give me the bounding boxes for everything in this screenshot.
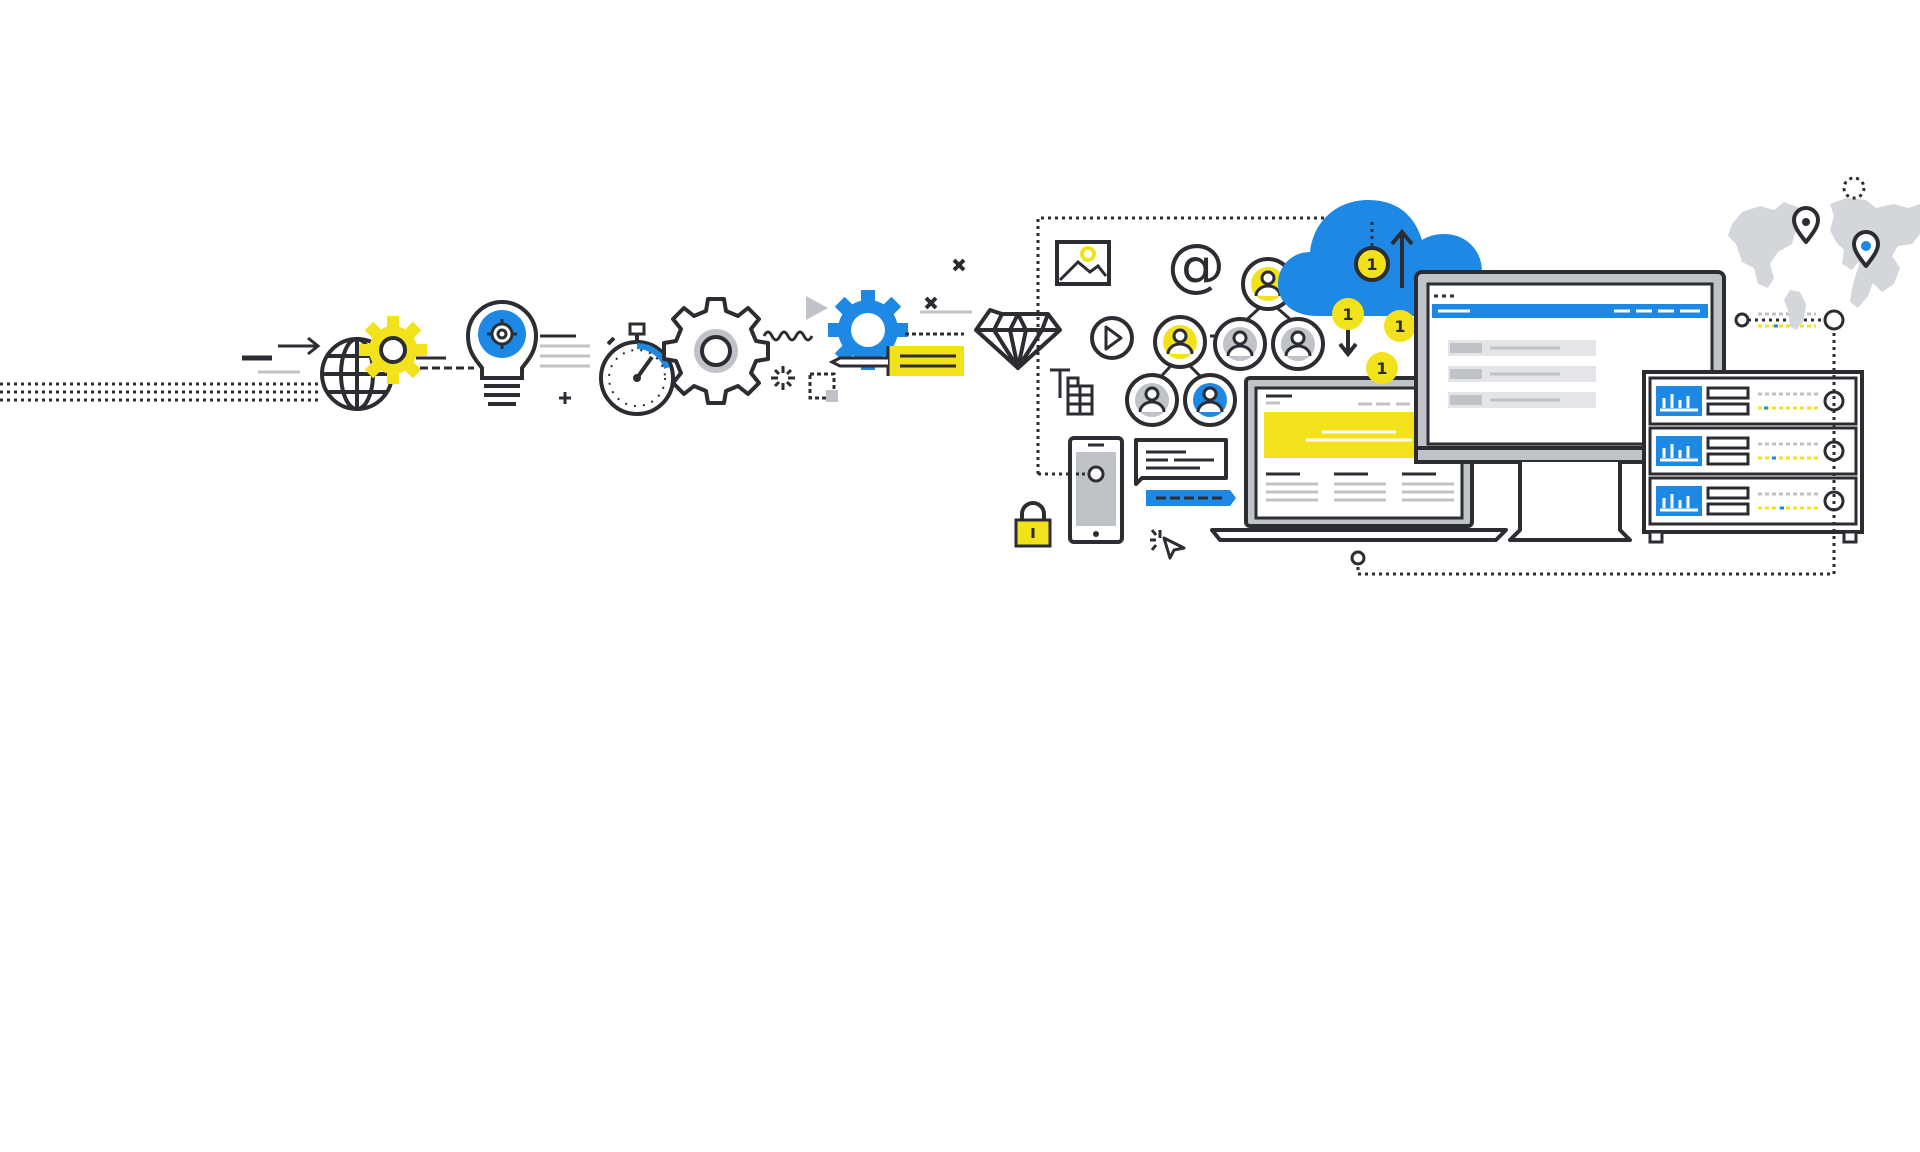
svg-text:1: 1 xyxy=(1342,305,1353,324)
wave-line xyxy=(762,330,814,342)
lightbulb-icon xyxy=(465,299,590,406)
user-avatar-gray-right xyxy=(1271,317,1325,371)
user-avatar-yellow xyxy=(1153,315,1207,369)
server-unit xyxy=(1648,476,1858,526)
connection-nodes xyxy=(1350,309,1845,566)
chat-bubble-icon xyxy=(1134,438,1236,506)
dotted-trail xyxy=(0,382,320,402)
image-icon xyxy=(1055,240,1111,286)
user-network-icon xyxy=(1125,257,1325,427)
server-unit xyxy=(1648,426,1858,476)
diamond-icon xyxy=(974,308,1062,370)
svg-text:@: @ xyxy=(1167,231,1225,299)
click-cursor-icon xyxy=(1150,529,1186,560)
smartphone-icon xyxy=(1068,436,1124,544)
stopwatch-icon xyxy=(599,322,675,416)
svg-text:1: 1 xyxy=(1394,317,1405,336)
screwdriver-icon xyxy=(828,290,972,376)
svg-text:1: 1 xyxy=(1376,359,1387,378)
network-connection-lines xyxy=(1356,318,1836,576)
user-avatar-blue xyxy=(1183,373,1237,427)
selection-box-icon xyxy=(808,372,838,402)
padlock-icon xyxy=(1014,501,1052,548)
server-unit xyxy=(1648,376,1858,426)
connector-lines xyxy=(416,356,474,370)
svg-text:1: 1 xyxy=(1366,255,1377,274)
map-pin-icon xyxy=(1852,230,1880,268)
dotted-circle-icon xyxy=(1842,176,1866,200)
gear-icon xyxy=(359,316,427,384)
cross-icons xyxy=(924,258,966,310)
gears-icon xyxy=(662,297,770,405)
at-sign-icon: @ xyxy=(1167,231,1225,299)
server-rack-icon xyxy=(1642,370,1864,544)
user-avatar-gray-bottom xyxy=(1125,373,1179,427)
play-icon xyxy=(806,296,828,320)
text-table-icon xyxy=(1050,368,1094,416)
map-pin-icon xyxy=(1792,206,1820,244)
desktop-monitor-icon xyxy=(1414,270,1726,542)
world-map-icon xyxy=(1728,198,1920,330)
coin-icon: 1 1 1 1 xyxy=(1332,246,1416,384)
user-avatar-gray xyxy=(1213,317,1267,371)
sparkle-icon xyxy=(771,366,795,390)
arrow-right-icon xyxy=(242,336,321,374)
video-play-icon xyxy=(1090,316,1134,360)
